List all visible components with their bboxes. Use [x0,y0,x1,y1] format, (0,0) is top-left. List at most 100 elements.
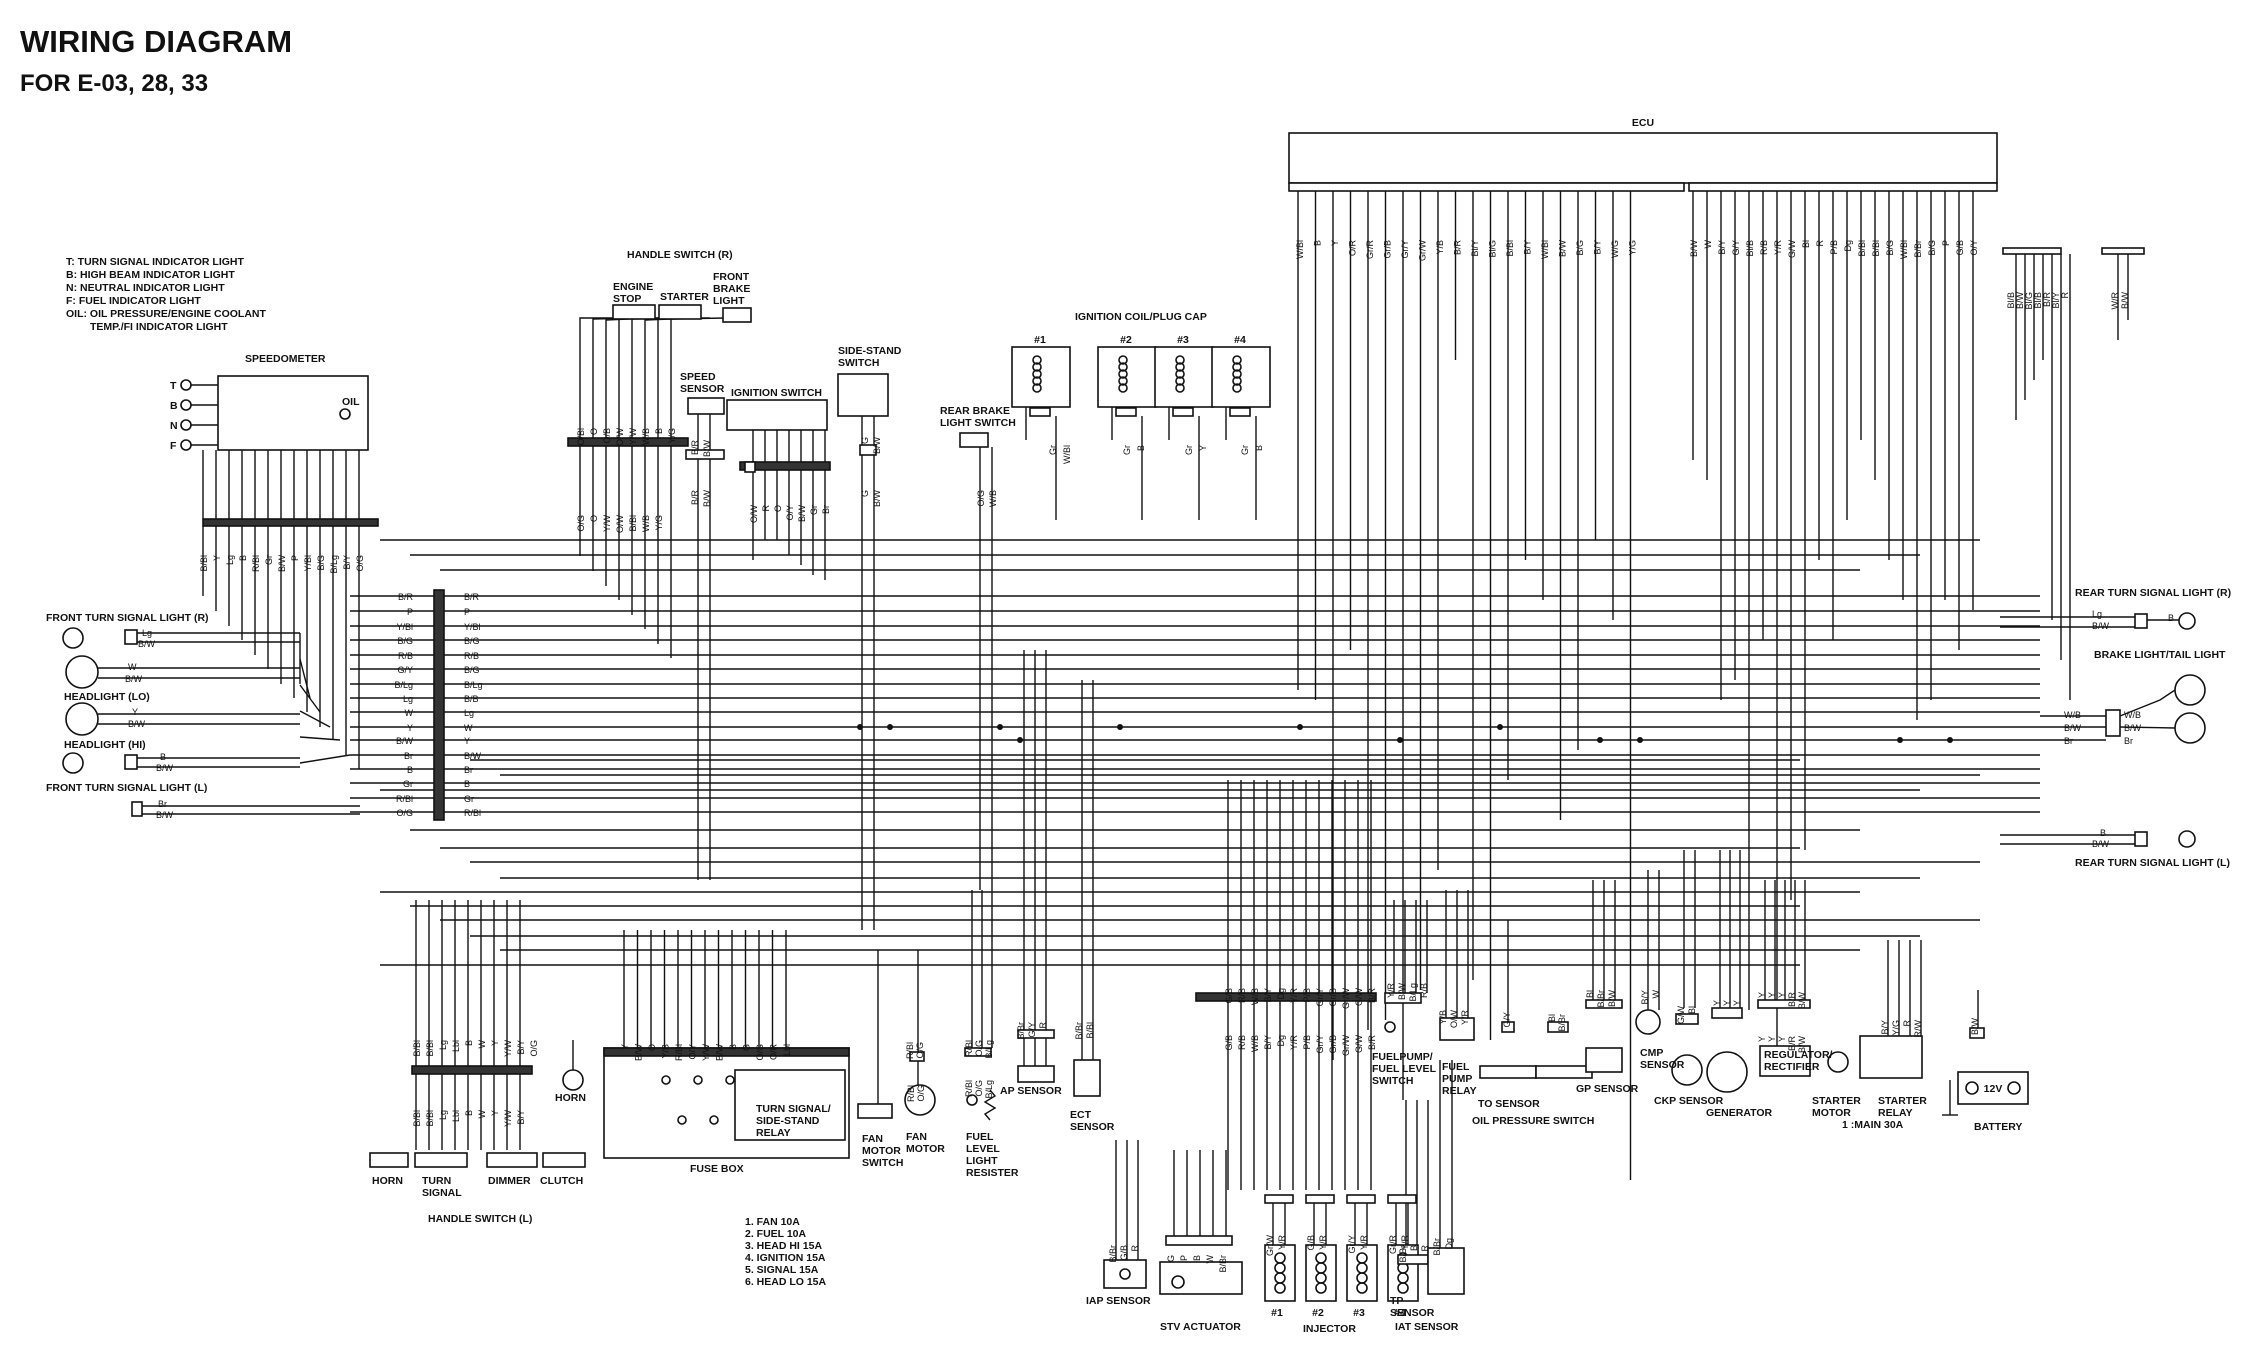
ignition-coil [1211,346,1271,408]
harness-wire-code: Gr [464,794,474,804]
ignition-switch-wire-code: Br [821,505,831,514]
speedo-wire-code: B/W [277,554,287,572]
rear-turn-signal-r-label: REAR TURN SIGNAL LIGHT (R) [2075,587,2231,599]
fuse-item: 1. FAN 10A [745,1216,800,1228]
engine-stop-label: STOP [613,293,641,305]
handle-switch-l-wire-code: Lg [438,1110,448,1120]
stv-actuator [1159,1261,1243,1295]
coil-winding [1118,383,1128,393]
rear-brake-light-switch-label: REAR BRAKE [940,405,1010,417]
handle-switch-r-wire-code: O [589,515,599,522]
cmp-sensor-label: CMP [1640,1047,1663,1059]
harness-wire-code: B/Lg [394,680,413,690]
fuse-item: 6. HEAD LO 15A [745,1276,827,1288]
fuse-box-connector [603,1047,850,1057]
tp-sensor-label: SENSOR [1390,1307,1435,1319]
engine-stop-switch [612,304,656,320]
side-stand-switch-label: SWITCH [838,357,879,369]
fuel-pump-relay-label: PUMP [1442,1073,1472,1085]
starter-label: STARTER [660,291,709,303]
legend-item: OIL: OIL PRESSURE/ENGINE COOLANT [66,308,266,320]
fuel-level-resister-label: LIGHT [966,1155,998,1167]
headlight-lo-label: HEADLIGHT (LO) [64,691,150,703]
ecu-wire-code: B/G [1575,240,1585,256]
injector-winding [1315,1282,1327,1294]
generator-label: GENERATOR [1706,1107,1773,1119]
ecu-wire-code: Y/G [1628,240,1638,256]
fuel-level-resister-label: LEVEL [966,1143,1000,1155]
coil-winding [1175,376,1185,386]
speedo-wire-code: P [290,555,300,561]
injector-wire-code: Gr/W [1265,1235,1275,1256]
oil-indicator-lamp [339,408,351,420]
fuse-box-wire-code: B/W [715,1043,725,1061]
ecu-wire-code: Gr/R [1365,240,1375,259]
side-stand-wire-code: G [860,490,870,497]
ecu-wire-code: B/W [2120,291,2130,309]
ecu-wire-code: Gr/W [1418,240,1428,261]
fan-motor-label: FAN [906,1131,927,1143]
gp-sensor-wire-code: Bl [1585,990,1595,998]
headlight-hi-label: HEADLIGHT (HI) [64,739,146,751]
injector-bus-wire-code: B/R [1367,1035,1377,1051]
coil-winding [1118,362,1128,372]
handle-switch-wire [605,317,651,335]
injector-number: #2 [1312,1307,1324,1319]
dimmer-switch-label: DIMMER [488,1175,531,1187]
ecu-wire-code: Bl/Y [2051,292,2061,309]
ignition-coil-label: IGNITION COIL/PLUG CAP [1075,311,1207,323]
ecu-wire-code: B/Y [1593,240,1603,255]
fuse-box-wire-code: O [647,1044,657,1051]
indicator-legend: T: TURN SIGNAL INDICATOR LIGHT B: HIGH B… [66,256,266,334]
wire-code: B/W [156,763,174,773]
fuel-pump-switch-connector [1384,992,1422,1004]
connector [2134,613,2148,629]
coil-wire-code: B [1136,445,1146,451]
ecu-wire-code: Y/R [1773,240,1783,256]
handle-switch-r-wire-code: B [654,428,664,434]
ecu-connector-right [1688,182,1998,192]
speedo-wire-code: O/G [355,555,365,572]
harness-wire-code: P [407,607,413,617]
front-brake-light-label: LIGHT [713,295,745,307]
rear-brake-light-switch-label: LIGHT SWITCH [940,417,1016,429]
generator-wire-code: Y [1712,1000,1722,1006]
ecu-wire-code: Bl/B [2033,292,2043,309]
injector-bus-wire-code: G/W [1354,1034,1364,1053]
fuel-pump-switch-label: SWITCH [1372,1075,1413,1087]
ignition-coil [1097,346,1157,408]
harness-wire-code: W [464,723,473,733]
fuse-box-wire-code: O/G [755,1044,765,1061]
injector-wire-code: Gr/R [1388,1235,1398,1254]
resister-symbol [983,1089,997,1121]
fuel-pump-switch-wire-code: R/B [1419,983,1429,998]
injector-bus-wire-code: Gr/B [1328,988,1338,1007]
diagram-subtitle: FOR E-03, 28, 33 [20,70,209,97]
indicator-lamp [180,439,192,451]
side-stand-wire-code: B/W [872,489,882,507]
injector-wire-code: Gr/Y [1347,1235,1357,1254]
speed-sensor-wire-code: B/W [702,439,712,457]
generator [1706,1051,1748,1093]
handle-switch-r-wire-code: Y/G [654,515,664,531]
turn-signal-relay [734,1069,846,1141]
indicator-lamp [180,399,192,411]
fuel-resister-wire-code: R/Bl [964,1080,974,1097]
starter-relay-label: RELAY [1878,1107,1913,1119]
wire-code: W/B [2064,710,2081,720]
handle-switch-r-wire-code: W/B [641,515,651,532]
wire-junction [1947,737,1953,743]
connector [964,1047,992,1057]
wire-junction [1597,737,1603,743]
rear-turn-signal-l-label: REAR TURN SIGNAL LIGHT (L) [2075,857,2230,869]
fuse-item: 2. FUEL 10A [745,1228,807,1240]
handle-switch-l-wire-code: B/Y [516,1110,526,1125]
stv-actuator-wire-code: P [1179,1255,1189,1261]
harness-wire-code: O/G [396,808,413,818]
handle-switch-r-connector [567,437,689,447]
fan-motor-switch-label: MOTOR [862,1145,901,1157]
coil-number: #2 [1120,334,1132,346]
ap-sensor-label: AP SENSOR [1000,1085,1062,1097]
front-turn-signal-r-label: FRONT TURN SIGNAL LIGHT (R) [46,612,209,624]
fuse [709,1115,719,1125]
